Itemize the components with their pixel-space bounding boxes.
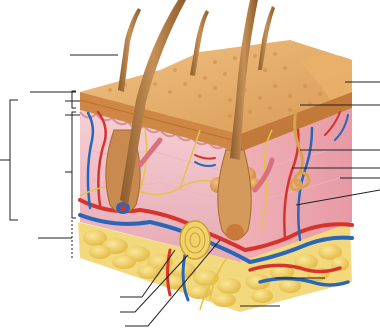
epidermis-bracket <box>72 91 76 108</box>
dermis-bracket <box>72 112 76 218</box>
layer-brackets <box>0 91 76 258</box>
pacinian-corpuscle <box>180 221 210 259</box>
skin-bracket <box>10 100 18 220</box>
